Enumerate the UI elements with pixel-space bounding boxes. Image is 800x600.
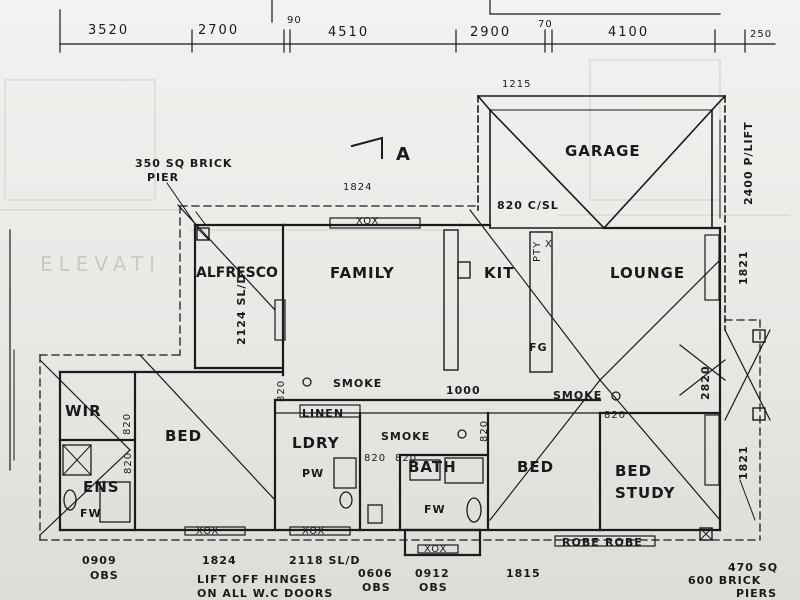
window-xox-bed1: XOX bbox=[196, 526, 220, 537]
smoke-label-2: SMOKE bbox=[381, 430, 431, 443]
top-dimension-line bbox=[59, 0, 776, 53]
dim-250: 250 bbox=[750, 29, 773, 40]
roof-hip-lines bbox=[39, 204, 771, 536]
hinge-note-line1: LIFT OFF HINGES bbox=[197, 573, 318, 586]
dim-4510: 4510 bbox=[328, 25, 370, 40]
fw-bath: FW bbox=[424, 503, 446, 516]
garage-outline bbox=[476, 94, 727, 331]
dim-90: 90 bbox=[287, 15, 302, 26]
room-family: FAMILY bbox=[330, 264, 395, 282]
room-bath: BATH bbox=[408, 458, 457, 476]
window-1815: 1815 bbox=[506, 567, 541, 580]
window-0909-obs: OBS bbox=[90, 569, 119, 582]
room-bed-main: BED bbox=[165, 427, 203, 445]
room-garage: GARAGE bbox=[565, 142, 641, 160]
kitchen-bench bbox=[443, 229, 553, 373]
piers-note-line2: 600 BRICK bbox=[688, 574, 762, 587]
roof-outline bbox=[39, 205, 761, 541]
door-820-pw: 820 bbox=[364, 453, 387, 464]
window-xox-ldry: XOX bbox=[302, 526, 326, 537]
window-xox-family: XOX bbox=[356, 216, 380, 227]
hinge-note-line2: ON ALL W.C DOORS bbox=[197, 587, 334, 600]
room-lounge: LOUNGE bbox=[610, 264, 686, 282]
robe-label-1: ROBE bbox=[562, 536, 600, 549]
window-0606: 0606 bbox=[358, 567, 393, 580]
door-820-ldry: 820 bbox=[276, 379, 287, 402]
dim-2900: 2900 bbox=[470, 25, 512, 40]
room-bed-2: BED bbox=[517, 458, 555, 476]
brick-pier-line1: 350 SQ BRICK bbox=[135, 157, 233, 170]
smoke-label-3: SMOKE bbox=[553, 389, 603, 402]
dim-1824: 1824 bbox=[343, 182, 373, 193]
door-820-ens: 820 bbox=[123, 451, 134, 474]
smoke-label-1: SMOKE bbox=[333, 377, 383, 390]
house-walls bbox=[58, 223, 722, 557]
garage-tilt-door-label: 2400 P/LIFT bbox=[742, 121, 755, 205]
garage-door-label: 820 C/SL bbox=[497, 199, 559, 212]
fw-ens: FW bbox=[80, 507, 102, 520]
brick-pier-line2: PIER bbox=[147, 171, 180, 184]
dim-3520: 3520 bbox=[88, 23, 130, 38]
pantry-label: PTY bbox=[532, 240, 543, 262]
door-820-study: 820 bbox=[604, 410, 627, 421]
robe-label-2: ROBE bbox=[605, 536, 643, 549]
door-820-bed: 820 bbox=[479, 419, 490, 442]
dim-2820: 2820 bbox=[699, 365, 712, 400]
door-820-bath: 820 bbox=[395, 453, 418, 464]
room-alfresco: ALFRESCO bbox=[196, 265, 278, 281]
room-ens: ENS bbox=[83, 478, 120, 496]
window-xox-bath: XOX bbox=[424, 544, 448, 555]
powder-label: PW bbox=[302, 467, 325, 480]
window-1824: 1824 bbox=[202, 554, 237, 567]
section-marker-a: A bbox=[396, 144, 411, 165]
dim-4100: 4100 bbox=[608, 25, 650, 40]
door-2118-sld: 2118 SL/D bbox=[289, 554, 361, 567]
piers-note-line1: 470 SQ bbox=[728, 561, 779, 574]
fridge-label: FG bbox=[529, 341, 548, 354]
room-bed-study-line2: STUDY bbox=[615, 484, 676, 502]
linen-label: LINEN bbox=[302, 407, 345, 420]
window-0912-obs: OBS bbox=[419, 581, 448, 594]
dim-1821-upper: 1821 bbox=[737, 250, 750, 285]
window-0912: 0912 bbox=[415, 567, 450, 580]
door-820-wir: 820 bbox=[122, 412, 133, 435]
dim-1821-lower: 1821 bbox=[737, 445, 750, 480]
fixtures bbox=[62, 444, 484, 524]
dim-1215: 1215 bbox=[502, 79, 532, 90]
passage-width-label: 1000 bbox=[446, 384, 481, 397]
room-wir: WIR bbox=[65, 402, 102, 420]
room-bed-study-line1: BED bbox=[615, 462, 653, 480]
window-0606-obs: OBS bbox=[362, 581, 391, 594]
dim-70: 70 bbox=[538, 19, 553, 30]
room-kit: KIT bbox=[484, 264, 515, 282]
window-x-kit: X bbox=[545, 239, 553, 250]
piers-note-line3: PIERS bbox=[736, 587, 778, 600]
room-ldry: LDRY bbox=[292, 434, 340, 452]
dim-2700: 2700 bbox=[198, 23, 240, 38]
window-0909: 0909 bbox=[82, 554, 117, 567]
alfresco-door-label: 2124 SL/D bbox=[235, 273, 248, 345]
ghost-elevation-text: ELEVATI bbox=[40, 252, 162, 276]
